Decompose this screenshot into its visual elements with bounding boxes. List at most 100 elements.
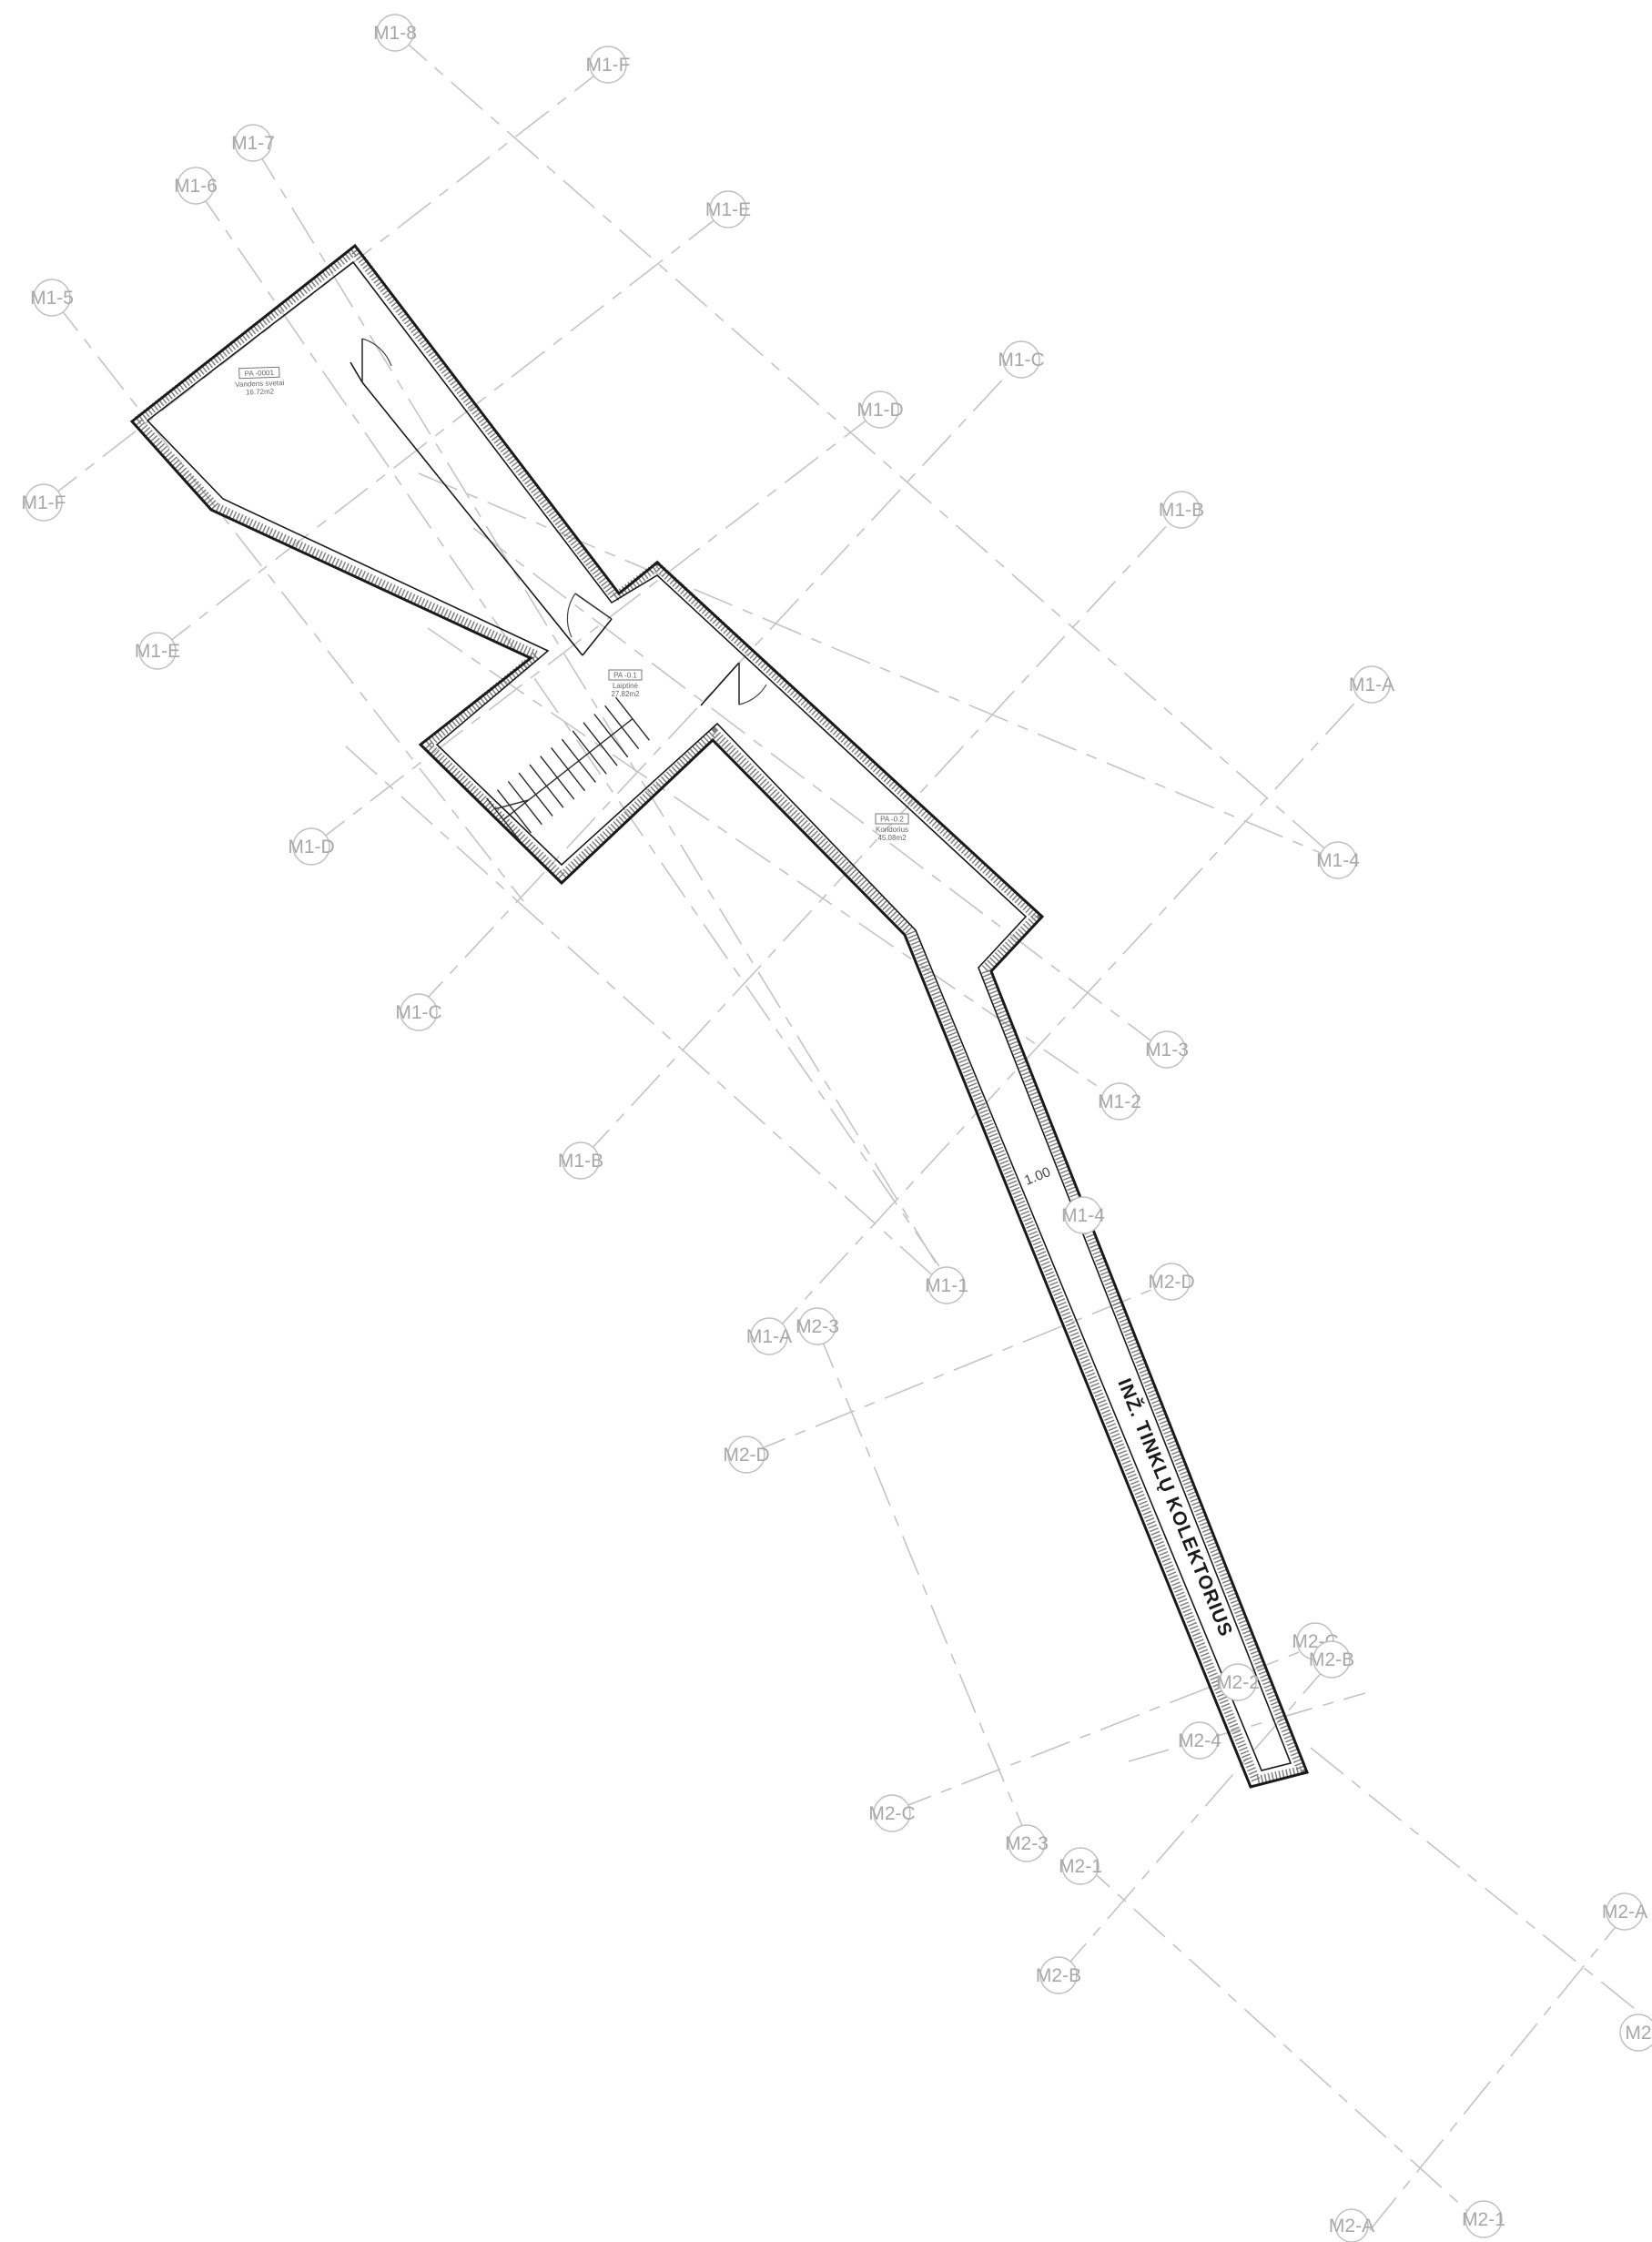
grid-bubble-label: M1-C (395, 1002, 441, 1023)
grid-bubble-m2-c-left: M2-C (868, 1794, 916, 1832)
grid-lines (43, 32, 1639, 2231)
grid-bubble-label: M2-3 (796, 1316, 839, 1337)
room-tag-code: PA -0001 (245, 369, 275, 378)
grid-bubble-m2-b-left: M2-B (1036, 1956, 1081, 1994)
grid-bubble-m1-4-low: M1-4 (1061, 1196, 1105, 1234)
grid-bubble-m1-c-top: M1-C (998, 340, 1045, 379)
room-tag-area: 16.72m2 (246, 387, 275, 396)
door-leaf (574, 593, 613, 620)
grid-bubble-m1-8: M1-8 (373, 14, 417, 52)
grid-bubble-circle (562, 1141, 600, 1180)
room-tag-code: PA -0.1 (613, 672, 637, 680)
grid-bubble-label: M1-8 (373, 23, 417, 44)
grid-line-m2-a (1369, 1918, 1623, 2231)
grid-bubble-m1-7: M1-7 (231, 124, 275, 162)
room-tag-area: 27.82m2 (611, 690, 640, 698)
grid-bubble-circle (1152, 1263, 1191, 1301)
grid-bubble-m2-a-left: M2-A (1329, 2208, 1374, 2242)
door-swing-arc (738, 684, 767, 705)
grid-bubble-circle (727, 1435, 765, 1474)
grid-line-m1-7 (252, 143, 952, 1289)
grid-bubble-m1-a-left: M1-A (746, 1317, 792, 1355)
grid-bubble-label: M2 (1625, 2023, 1651, 2044)
grid-bubble-circle (750, 1317, 788, 1355)
grid-line-m2-b (1058, 1663, 1330, 1976)
grid-bubble-circle (1334, 2208, 1369, 2242)
grid-bubble-label: M2-D (723, 1445, 769, 1466)
grid-bubble-m1-e-left: M1-E (135, 632, 180, 670)
grid-bubble-label: M1-D (856, 400, 903, 421)
grid-bubble-label: M1-4 (1316, 850, 1360, 871)
grid-bubble-circle (1148, 1030, 1186, 1069)
grid-line-m2-3 (816, 1328, 1028, 1838)
grid-bubble-m1-6: M1-6 (174, 167, 218, 205)
grid-bubble-m2-1-top: M2-1 (1059, 1847, 1102, 1885)
grid-line-m1-e (157, 208, 729, 652)
grid-bubble-label: M1-D (288, 837, 334, 857)
grid-bubble-m1-d-top: M1-D (856, 391, 904, 429)
door-swing-arc (361, 338, 392, 367)
grid-bubble-label: M1-A (746, 1326, 792, 1347)
grid-bubble-m1-2: M1-2 (1098, 1082, 1141, 1121)
wall-outer-line (129, 243, 1310, 1789)
wall-inner-line (146, 260, 1292, 1771)
grid-bubble-label: M1-6 (174, 176, 218, 197)
grid-bubble-circle (1162, 491, 1201, 529)
grid-bubble-m2-d-left: M2-D (723, 1435, 770, 1474)
grid-bubble-label: M1-B (558, 1151, 603, 1172)
grid-bubble-circle (1008, 1824, 1046, 1862)
grid-bubble-m1-b-left: M1-B (558, 1141, 603, 1180)
grid-bubble-m1-c-left: M1-C (395, 993, 442, 1031)
grid-line-m1-a (768, 684, 1373, 1339)
grid-bubble-label: M1-1 (925, 1275, 968, 1296)
grid-bubble-m2-edge: M2 (1619, 2014, 1652, 2052)
grid-bubble-circle (927, 1266, 966, 1304)
room-tag-name: Koridorius (876, 826, 908, 834)
room-tag-box (238, 366, 280, 380)
door-swing-arc (566, 593, 576, 638)
room-tag-name: Laiptinė (613, 682, 639, 690)
room-tag-1: PA -0001 Vandens svetai 16.72m2 (235, 366, 285, 397)
grid-bubble-label: M2-3 (1005, 1833, 1049, 1854)
grid-bubble-m2-3-bot: M2-3 (1005, 1824, 1049, 1862)
stair-tread (486, 797, 522, 842)
grid-bubble-m1-b-top: M1-B (1159, 491, 1204, 529)
grid-bubble-m2-3-top: M2-3 (796, 1307, 839, 1345)
grid-bubble-circle (33, 279, 71, 317)
stair-treads (486, 696, 651, 842)
grid-bubble-circle (798, 1307, 836, 1345)
grid-bubble-circle (1353, 665, 1391, 704)
room-tag-area: 45.08m2 (877, 834, 907, 842)
room-tag-code: PA -0.2 (880, 816, 904, 824)
grid-bubble-label: M2-A (1329, 2216, 1374, 2237)
room-tag-name: Vandens svetai (235, 379, 285, 389)
grid-bubble-label: M1-B (1159, 500, 1204, 521)
grid-line-m2-1 (1078, 1858, 1485, 2227)
grid-bubble-label: M2-2 (1216, 1672, 1260, 1693)
grid-bubble-circle (589, 46, 627, 84)
grid-bubble-label: M2-C (868, 1803, 915, 1824)
grid-bubble-circle (234, 124, 272, 162)
grid-line-m2-2 (1128, 1692, 1366, 1762)
room-tag-3: PA -0.2 Koridorius 45.08m2 (875, 813, 909, 842)
grid-bubble-circle (1219, 1663, 1257, 1701)
grid-bubble-circle (1319, 841, 1357, 879)
grid-bubble-m1-1: M1-1 (925, 1266, 968, 1304)
grid-bubble-circle (1002, 340, 1040, 379)
grid-bubble-m2-4: M2-4 (1178, 1721, 1221, 1760)
grid-line-m1-d (310, 409, 881, 847)
grid-bubble-m1-5: M1-5 (30, 279, 74, 317)
grid-line-m1-1 (345, 746, 948, 1289)
grid-bubble-circle (1061, 1847, 1100, 1885)
grid-bubble-circle (177, 167, 215, 205)
grid-bubble-label: M1-F (22, 492, 66, 513)
grid-bubble-m2-a-right: M2-A (1602, 1892, 1647, 1931)
grid-bubble-label: M2-1 (1462, 2209, 1505, 2230)
room-tag-box (608, 669, 643, 681)
grid-bubble-circle (1100, 1082, 1139, 1121)
grid-bubble-label: M2-A (1602, 1902, 1647, 1922)
grid-line-m1-4 (418, 472, 1339, 861)
grid-bubble-circle (292, 827, 330, 866)
grid-bubble-circle (376, 14, 414, 52)
